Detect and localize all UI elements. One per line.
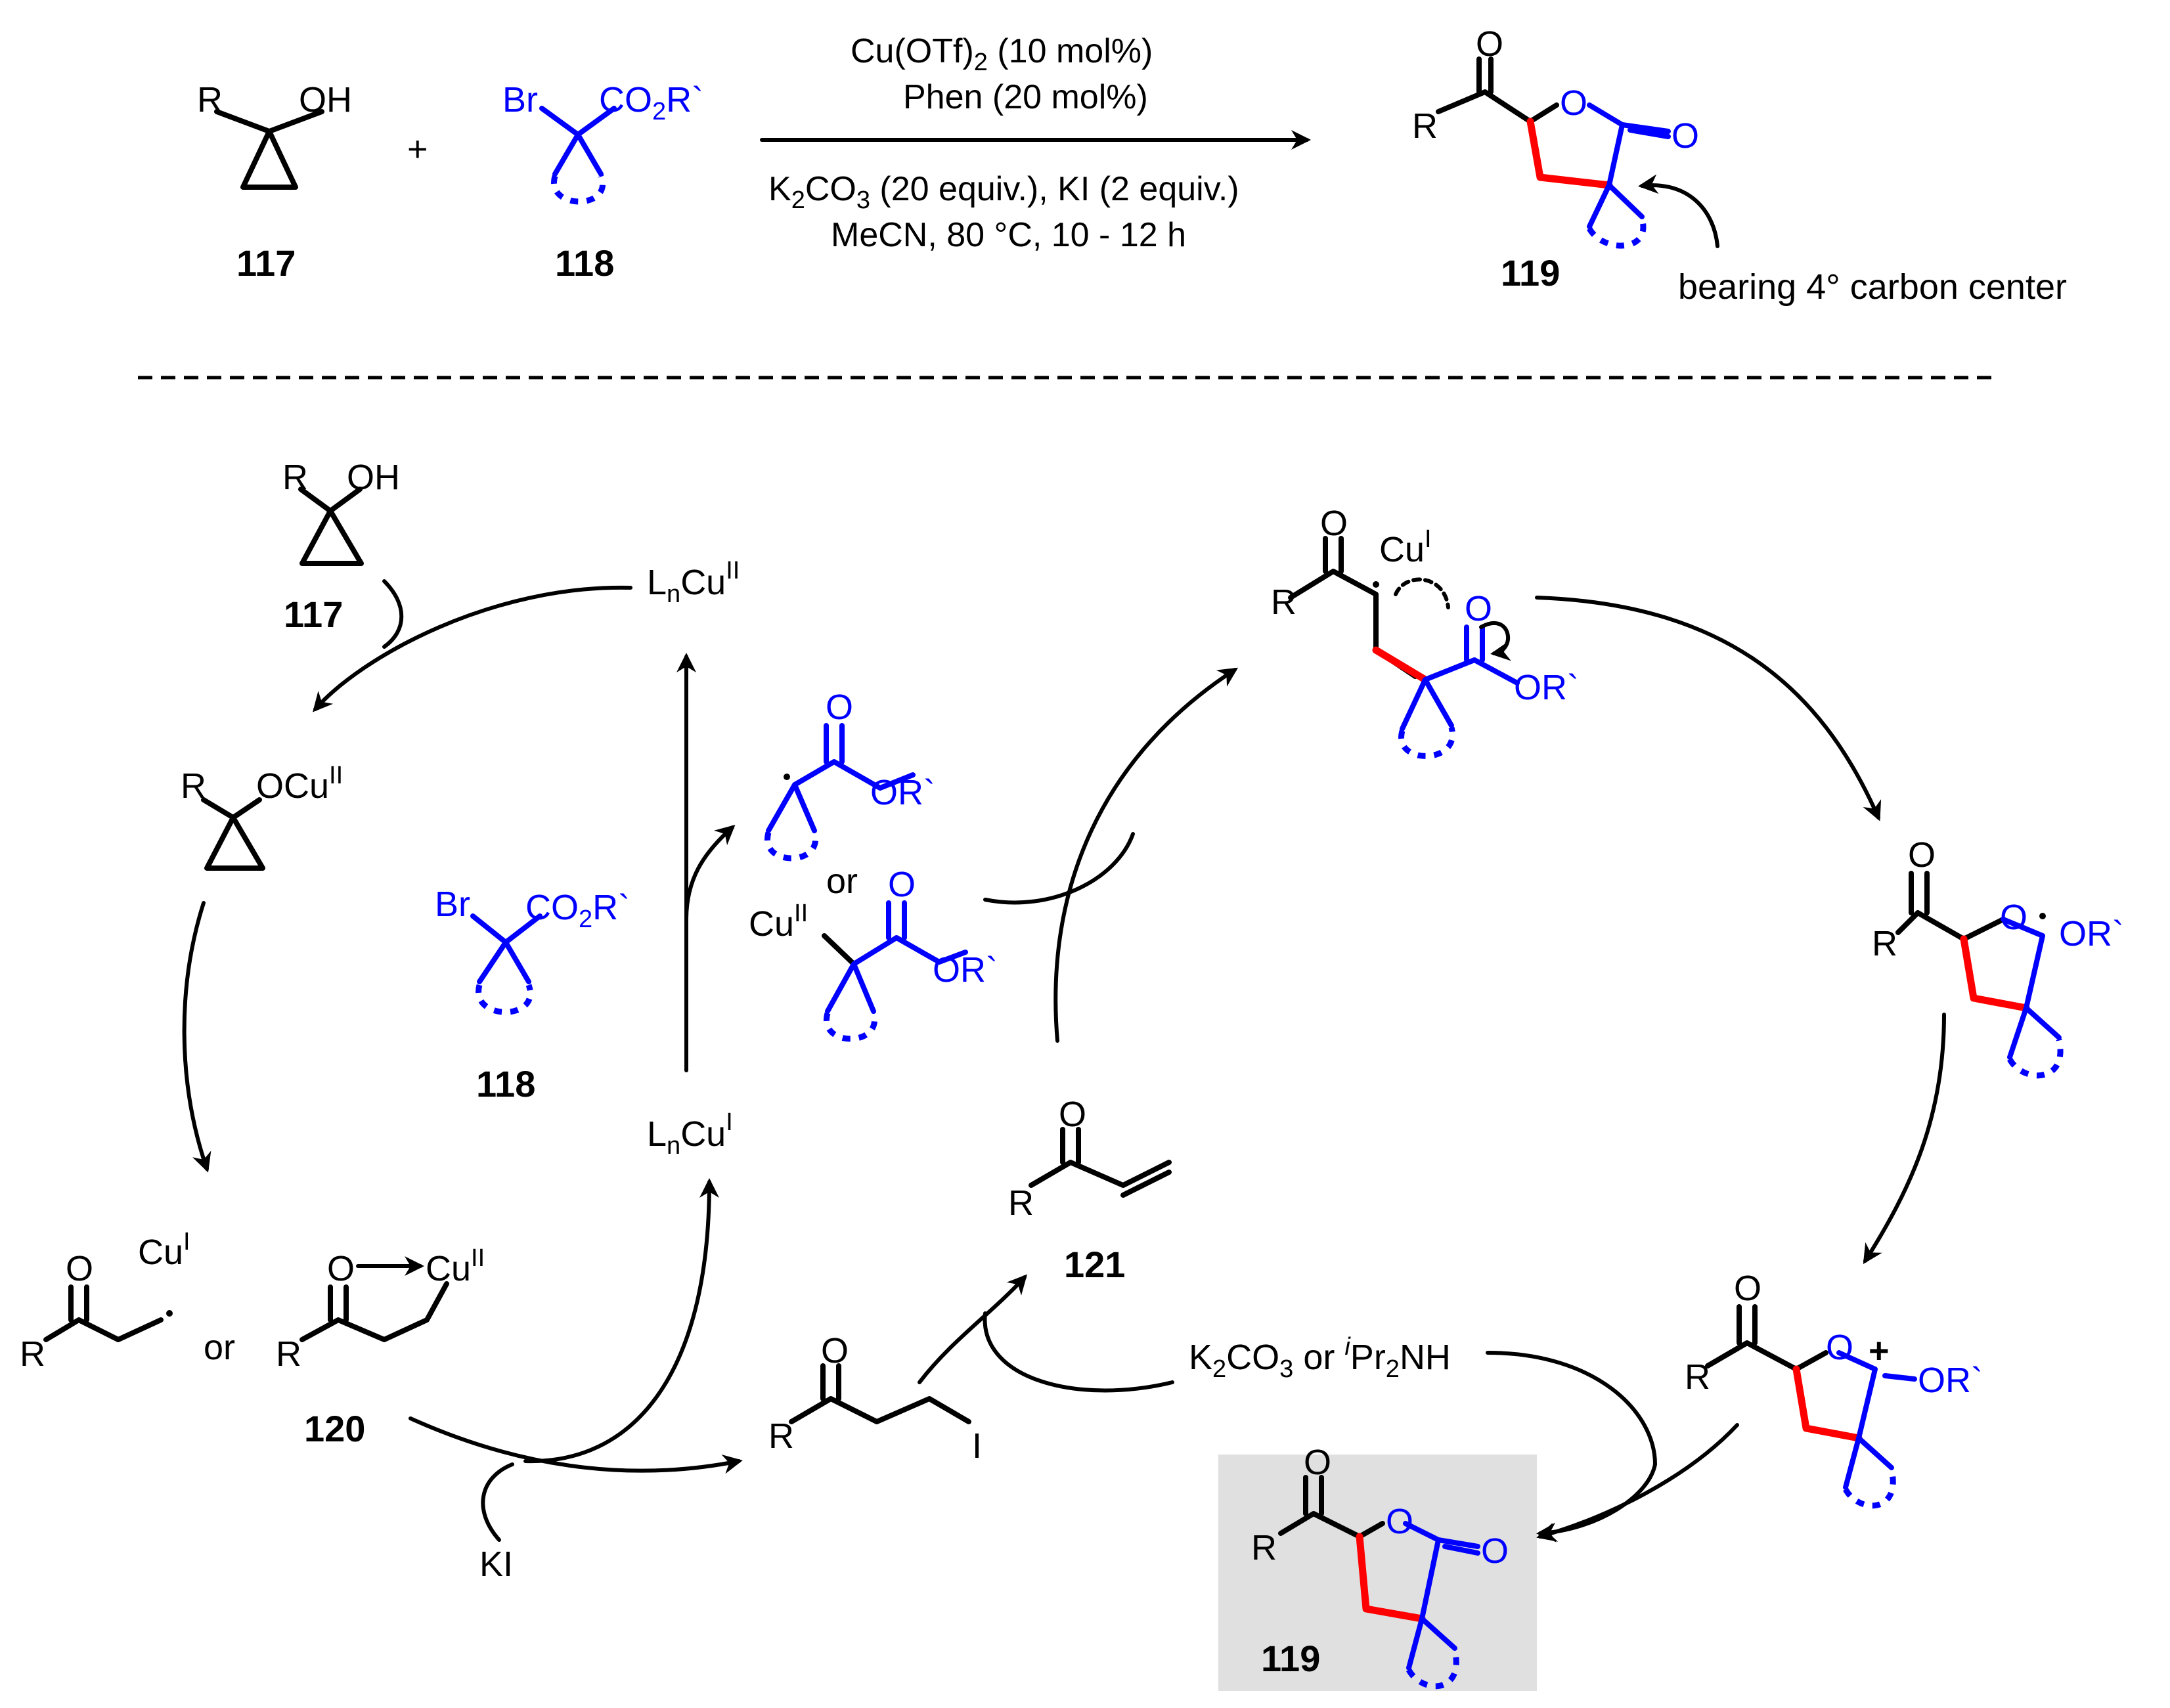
svg-text:R: R (282, 458, 308, 497)
svg-text:OH: OH (299, 80, 352, 120)
radical-or-cu-ester: O OR` or CuII O OR` (749, 688, 998, 1042)
svg-text:O: O (1560, 83, 1587, 123)
svg-text:R: R (197, 80, 223, 120)
svg-text:O: O (1481, 1531, 1509, 1571)
svg-text:MeCN, 80 °C, 10 - 12 h: MeCN, 80 °C, 10 - 12 h (831, 216, 1186, 254)
svg-text:OCuII: OCuII (256, 762, 343, 806)
svg-text:R: R (276, 1334, 301, 1374)
cu-ii-catalyst: LnCuII (647, 557, 740, 608)
svg-text:OR`: OR` (1918, 1361, 1983, 1400)
svg-text:O: O (2000, 898, 2027, 937)
svg-text:O: O (1826, 1328, 1853, 1367)
svg-text:O: O (1386, 1502, 1413, 1541)
svg-text:CuI: CuI (138, 1228, 190, 1272)
product-119-box: R O O O 119 (1218, 1443, 1537, 1691)
svg-text:R: R (1008, 1183, 1034, 1223)
svg-text:Cu(OTf)2 (10 mol%): Cu(OTf)2 (10 mol%) (851, 32, 1153, 76)
cu-i-catalyst: LnCuI (647, 1108, 733, 1160)
svg-text:or: or (826, 862, 858, 901)
cycle-arrows (182, 579, 1946, 1543)
svg-text:Br: Br (502, 80, 538, 120)
ki-reagent: KI (479, 1544, 513, 1584)
svg-text:+: + (1869, 1331, 1890, 1370)
svg-text:OH: OH (347, 458, 400, 497)
svg-text:CuI: CuI (1379, 525, 1432, 569)
svg-text:R: R (20, 1334, 45, 1374)
svg-text:O: O (66, 1249, 93, 1288)
radical-adduct: R O CuI O OR` (1271, 504, 1579, 759)
plus-sign: + (407, 129, 428, 169)
svg-text:O: O (1304, 1443, 1331, 1482)
svg-text:119: 119 (1501, 252, 1560, 294)
svg-text:120: 120 (304, 1408, 365, 1449)
intermediate-120: R O CuI or R O CuII 120 (20, 1228, 485, 1449)
svg-text:K2CO3 (20 equiv.), KI (2 equiv: K2CO3 (20 equiv.), KI (2 equiv.) (768, 170, 1239, 214)
svg-text:R: R (1872, 924, 1897, 963)
svg-text:R: R (768, 1416, 794, 1456)
svg-text:CO2R`: CO2R` (599, 80, 703, 125)
svg-text:O: O (1476, 24, 1503, 64)
svg-text:O: O (826, 688, 853, 727)
svg-text:O: O (1059, 1095, 1086, 1134)
reactant-117: R OH 117 (197, 80, 352, 284)
svg-text:R: R (1271, 582, 1296, 622)
oxocarbenium: R O O + OR` (1685, 1269, 1983, 1509)
svg-text:Br: Br (435, 885, 470, 924)
cycle-sm-117: R OH 117 (282, 458, 400, 635)
svg-text:R: R (181, 766, 206, 806)
annotation-text: bearing 4° carbon center (1678, 267, 2067, 307)
svg-text:121: 121 (1064, 1244, 1125, 1285)
svg-text:117: 117 (284, 594, 343, 635)
svg-text:O: O (1908, 835, 1936, 875)
svg-text:CuII: CuII (749, 900, 808, 944)
svg-text:or: or (204, 1328, 235, 1367)
svg-text:O: O (1320, 504, 1348, 543)
svg-text:O: O (1465, 589, 1492, 628)
svg-text:OR`: OR` (933, 950, 998, 990)
svg-text:OR`: OR` (2059, 914, 2124, 953)
svg-text:R: R (1251, 1528, 1277, 1567)
enone-121: R O 121 (1008, 1095, 1172, 1285)
svg-text:O: O (821, 1331, 849, 1370)
cyclized-radical: R O O OR` (1872, 835, 2124, 1079)
iodo-ketone: R O I (768, 1331, 982, 1466)
svg-text:R: R (1412, 106, 1438, 146)
svg-text:OR`: OR` (870, 773, 935, 812)
svg-text:O: O (888, 865, 916, 904)
svg-text:O: O (1734, 1269, 1761, 1308)
svg-text:117: 117 (236, 242, 296, 284)
svg-text:CuII: CuII (426, 1244, 485, 1288)
annotation-arrow (1638, 174, 1719, 248)
cycle-reagent-118: Br CO2R` 118 (435, 885, 630, 1105)
svg-text:O: O (327, 1249, 355, 1288)
svg-text:OR`: OR` (1514, 668, 1579, 707)
reaction-conditions: Cu(OTf)2 (10 mol%) Phen (20 mol%) K2CO3 … (760, 32, 1311, 254)
svg-text:119: 119 (1261, 1638, 1320, 1679)
svg-text:118: 118 (476, 1063, 535, 1105)
product-119-top: O R O O 119 (1412, 24, 1699, 294)
svg-text:118: 118 (555, 242, 614, 284)
reactant-118: Br CO2R` 118 (502, 80, 703, 284)
base-reagent: K2CO3 or iPr2NH (1189, 1333, 1451, 1383)
top-reaction: R OH 117 + Br CO2R` 118 Cu(OTf)2 (10 mol… (197, 24, 2067, 307)
svg-text:CO2R`: CO2R` (525, 888, 630, 933)
cu-alkoxide: R OCuII (181, 762, 343, 871)
svg-text:Phen (20 mol%): Phen (20 mol%) (903, 78, 1148, 116)
svg-text:O: O (1672, 116, 1699, 156)
svg-text:I: I (972, 1426, 982, 1466)
svg-text:R: R (1685, 1357, 1710, 1397)
